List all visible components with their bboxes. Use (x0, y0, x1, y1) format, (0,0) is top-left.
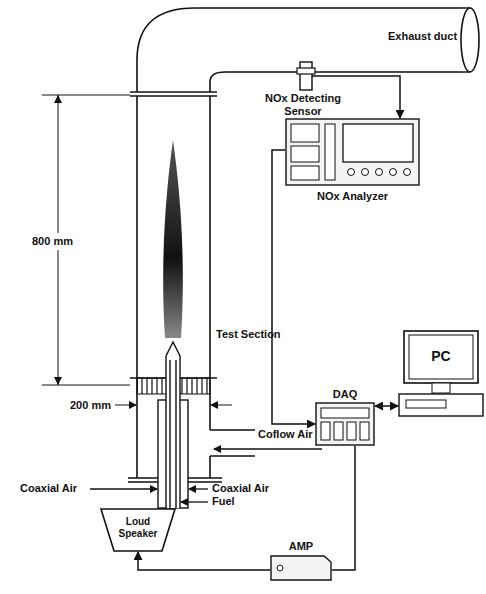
burner-nozzle (158, 342, 188, 508)
annotation-label: 800 mm (30, 233, 75, 250)
device-symbol (398, 330, 484, 418)
annotation-label: Test Section (216, 328, 281, 341)
device-box: DAQ (315, 388, 375, 446)
device-label: NOx Detecting Sensor (255, 92, 351, 117)
annotation-label: Coaxial Air (212, 482, 269, 495)
device-box: NOx Detecting Sensor (255, 58, 351, 122)
device-label: NOx Analyzer (285, 190, 420, 203)
annotation-label: Coaxial Air (20, 482, 77, 495)
device-box: Loud Speaker (100, 508, 176, 552)
signal-line (332, 446, 355, 570)
device-label: PC (406, 348, 476, 364)
signal-line (375, 405, 398, 407)
flow-arrows (90, 449, 322, 502)
device-box: AMP (270, 540, 332, 582)
device-box: NOx Analyzer (285, 118, 420, 208)
annotation-label: Fuel (212, 495, 235, 508)
device-label: AMP (270, 540, 332, 553)
device-label: Loud Speaker (108, 516, 168, 539)
exhaust-duct (130, 8, 479, 96)
test-section-tube (128, 96, 255, 482)
signal-line (272, 150, 315, 424)
flame (163, 140, 183, 338)
device-box: PC (398, 330, 484, 418)
annotation-label: Exhaust duct (388, 30, 457, 43)
dimension-lines (42, 95, 232, 405)
annotation-label: Coflow Air (258, 428, 313, 441)
annotation-label: 200 mm (70, 399, 111, 412)
signal-line (138, 552, 270, 570)
device-label: DAQ (315, 388, 375, 401)
